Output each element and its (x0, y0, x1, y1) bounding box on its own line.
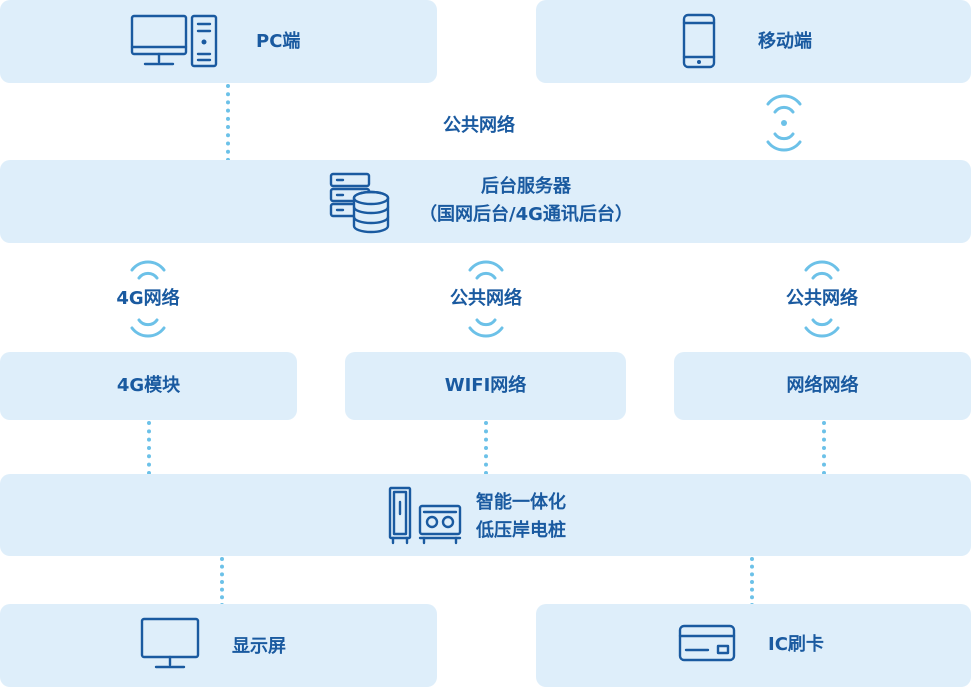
charger-title-line1: 智能一体化 (476, 492, 566, 513)
network-label-public-2: 公共网络 (786, 288, 858, 309)
server-title: 后台服务器 (481, 176, 571, 197)
ic-card-icon (678, 624, 736, 662)
wireless-signal-icon (130, 260, 166, 338)
charger-card-connector (750, 557, 754, 607)
wireless-signal-icon (804, 260, 840, 338)
network-label-public-1: 公共网络 (450, 288, 522, 309)
charging-pile-icon (388, 486, 462, 545)
server-database-icon (329, 172, 390, 234)
mobile-terminal-box (536, 0, 971, 83)
monitor-icon (140, 617, 200, 669)
pc-server-connector (226, 84, 230, 162)
charger-box (0, 474, 971, 556)
pc-terminal-box (0, 0, 437, 83)
wireless-signal-icon (766, 94, 802, 152)
network-label-4g: 4G网络 (116, 288, 180, 309)
module-box-4g (0, 352, 297, 420)
charger-display-connector (220, 557, 224, 607)
display-label: 显示屏 (232, 636, 286, 657)
module-box-wifi (345, 352, 626, 420)
ic-card-label: IC刷卡 (768, 634, 824, 655)
backend-server-box (0, 160, 971, 243)
network-module-charger-connector (822, 421, 826, 475)
display-box (0, 604, 437, 687)
module-box-network (674, 352, 971, 420)
charger-title-line2: 低压岸电桩 (476, 520, 566, 541)
top-public-network-label: 公共网络 (443, 115, 515, 136)
wifi-module-charger-connector (484, 421, 488, 475)
module-label-4g: 4G模块 (116, 375, 181, 396)
module-label-network: 网络网络 (786, 375, 859, 396)
4g-module-charger-connector (147, 421, 151, 475)
wireless-signal-icon (468, 260, 504, 338)
pc-terminal-label: PC端 (256, 31, 301, 52)
ic-card-box (536, 604, 971, 687)
desktop-computer-icon (130, 14, 218, 68)
server-subtitle: （国网后台/4G通讯后台） (419, 204, 633, 225)
module-label-wifi: WIFI网络 (444, 375, 527, 396)
mobile-terminal-label: 移动端 (758, 31, 812, 52)
smartphone-icon (682, 13, 716, 69)
